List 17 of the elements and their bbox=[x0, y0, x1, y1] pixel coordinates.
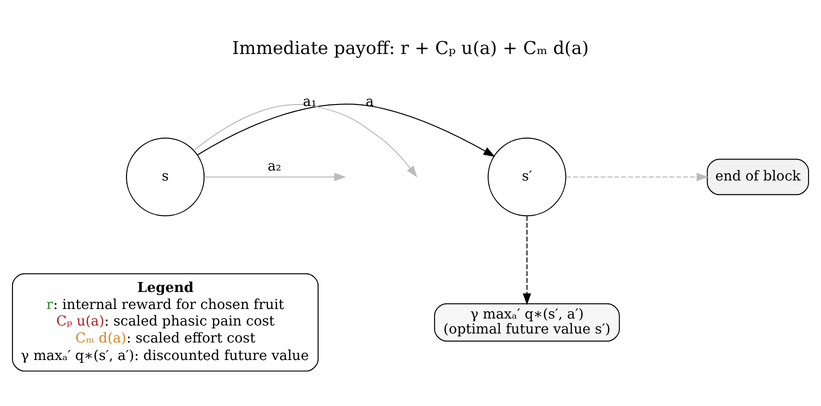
node-box: end of block bbox=[706, 158, 810, 195]
node-circle: s bbox=[126, 137, 205, 216]
arrow bbox=[196, 103, 496, 156]
edge-label: a₂ bbox=[268, 158, 282, 174]
legend-label: r: internal reward for chosen fruit bbox=[46, 296, 284, 312]
diagram-title: Immediate payoff: r + Cₚ u(a) + Cₘ d(a) bbox=[232, 38, 589, 59]
edge-label: a₁ bbox=[302, 93, 317, 110]
node-box: γ maxₐ′ q∗(s′, a′) (optimal future value s′) bbox=[434, 302, 620, 342]
node-circle: s′ bbox=[488, 137, 566, 216]
legend-label: Cₚ u(a): scaled phasic pain cost bbox=[56, 313, 275, 330]
arrow bbox=[522, 215, 532, 305]
label: Legend bbox=[137, 280, 194, 296]
legend-label: γ maxₐ′ q∗(s′, a′): discounted future value bbox=[20, 347, 309, 364]
legend-label: Cₘ d(a): scaled effort cost bbox=[75, 330, 256, 346]
arrow bbox=[204, 172, 346, 181]
arrow bbox=[193, 104, 418, 178]
arrow bbox=[566, 172, 708, 181]
